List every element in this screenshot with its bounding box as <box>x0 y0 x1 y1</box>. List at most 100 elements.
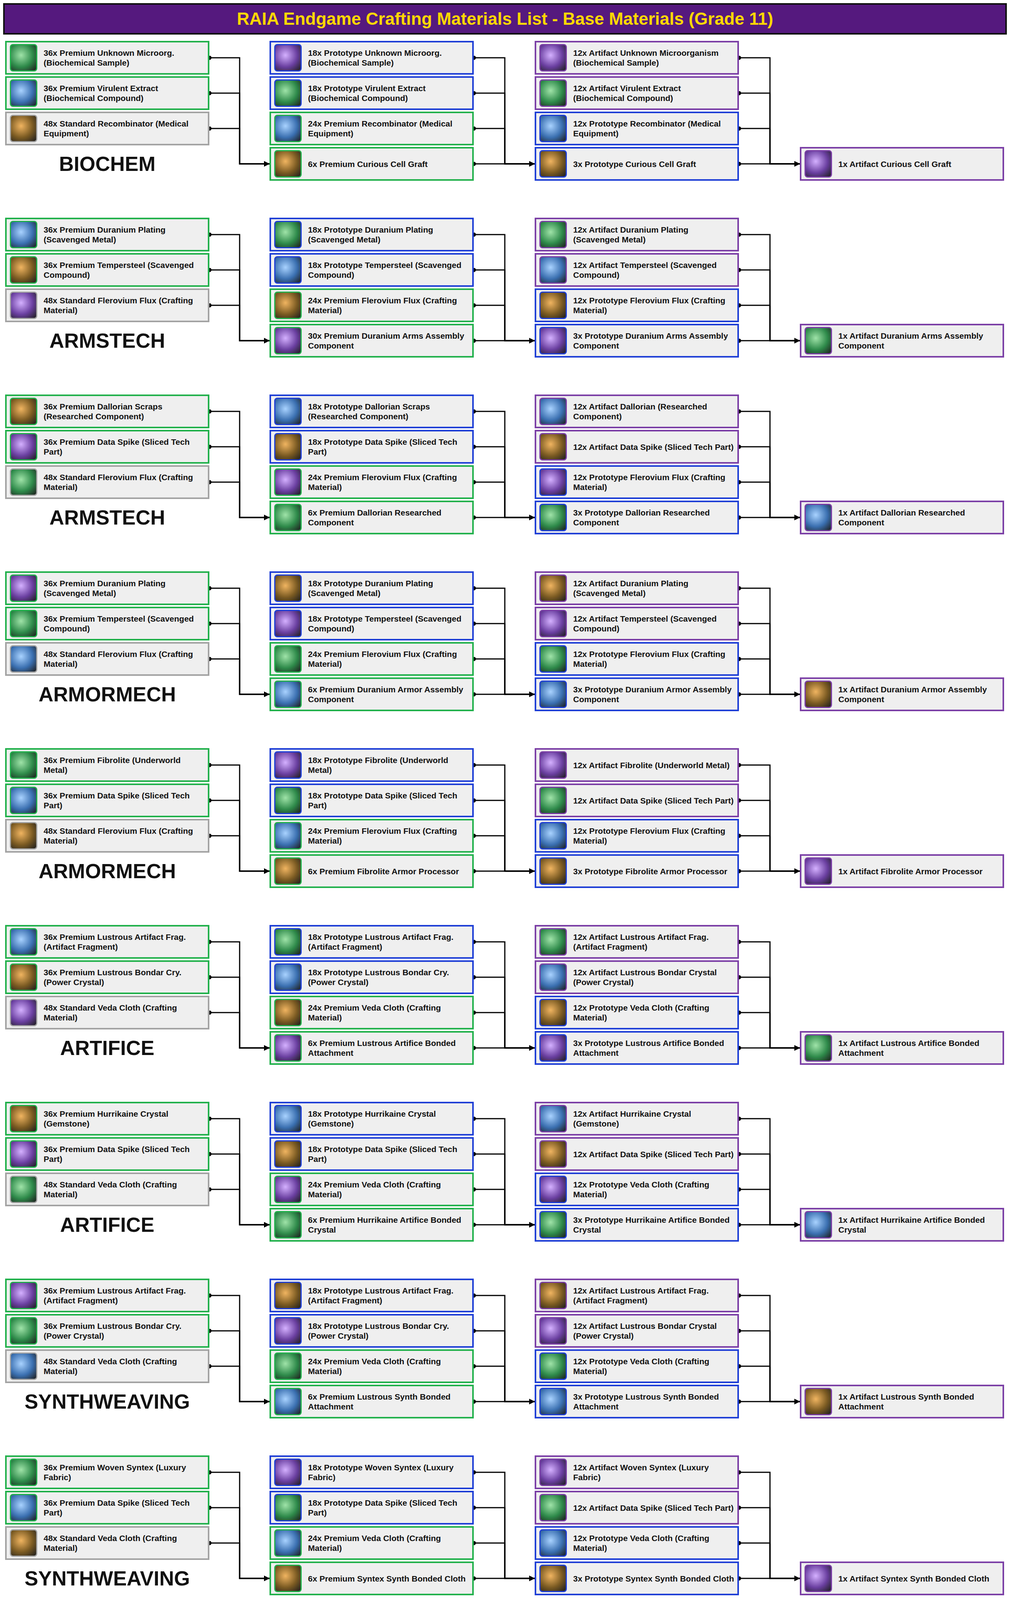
flow-connector <box>738 870 800 872</box>
item-icon <box>539 1140 567 1168</box>
item-icon <box>9 432 38 461</box>
material-box: 12x Artifact Woven Syntex (Luxury Fabric… <box>534 1455 739 1489</box>
flow-connector <box>209 57 270 164</box>
item-icon <box>9 645 38 673</box>
material-name: 3x Prototype Duranium Arms Assembly Comp… <box>573 330 735 351</box>
flow-connector <box>473 1577 535 1579</box>
material-name: 12x Artifact Dallorian (Researched Compo… <box>573 401 735 422</box>
material-box: 18x Prototype Unknown Microorg. (Biochem… <box>269 40 474 75</box>
flow-connector <box>738 446 800 518</box>
material-box: 36x Premium Duranium Plating (Scavenged … <box>5 571 210 605</box>
flow-connector <box>738 1153 800 1225</box>
material-name: 24x Premium Veda Cloth (Crafting Materia… <box>307 1356 470 1376</box>
flow-connector <box>209 128 270 164</box>
item-icon <box>9 1140 38 1168</box>
material-name: 36x Premium Lustrous Artifact Frag. (Art… <box>43 1285 205 1306</box>
material-box: 1x Artifact Fibrolite Armor Processor <box>799 854 1005 888</box>
material-name: 3x Prototype Dallorian Researched Compon… <box>573 507 735 528</box>
item-icon <box>9 397 38 426</box>
flow-connector <box>738 1471 800 1579</box>
material-name: 24x Premium Flerovium Flux (Crafting Mat… <box>307 648 470 669</box>
material-box: 12x Artifact Virulent Extract (Biochemic… <box>534 76 739 110</box>
item-icon <box>539 1493 567 1522</box>
material-box: 36x Premium Lustrous Bondar Cry. (Power … <box>5 960 210 994</box>
material-box: 1x Artifact Duranium Arms Assembly Compo… <box>799 323 1005 358</box>
material-name: 18x Prototype Lustrous Artifact Frag. (A… <box>307 931 470 952</box>
item-icon <box>539 857 567 885</box>
item-icon <box>539 998 567 1027</box>
material-name: 18x Prototype Unknown Microorg. (Biochem… <box>307 47 470 68</box>
material-box: 36x Premium Lustrous Artifact Frag. (Art… <box>5 1278 210 1313</box>
material-name: 12x Artifact Unknown Microorganism (Bioc… <box>573 47 735 68</box>
material-name: 1x Artifact Dallorian Researched Compone… <box>838 507 1000 528</box>
item-icon <box>539 786 567 814</box>
flow-connector <box>738 234 800 341</box>
material-name: 6x Premium Lustrous Synth Bonded Attachm… <box>307 1391 470 1412</box>
material-name: 36x Premium Tempersteel (Scavenged Compo… <box>43 613 205 634</box>
flow-connector <box>738 764 800 871</box>
material-name: 18x Prototype Dallorian Scraps (Research… <box>307 401 470 422</box>
material-name: 12x Prototype Veda Cloth (Crafting Mater… <box>573 1532 735 1553</box>
material-box: 12x Prototype Flerovium Flux (Crafting M… <box>534 818 739 853</box>
section-name: SYNTHWEAVING <box>24 1566 191 1590</box>
material-name: 36x Premium Lustrous Artifact Frag. (Art… <box>43 931 205 952</box>
material-name: 24x Premium Veda Cloth (Crafting Materia… <box>307 1179 470 1199</box>
material-name: 1x Artifact Syntex Synth Bonded Cloth <box>838 1573 990 1584</box>
item-icon <box>274 680 302 708</box>
flow-connector <box>738 1047 800 1049</box>
section-name: ARMORMECH <box>38 859 176 883</box>
material-name: 18x Prototype Duranium Plating (Scavenge… <box>307 578 470 598</box>
material-box: 36x Premium Virulent Extract (Biochemica… <box>5 76 210 110</box>
material-name: 36x Premium Lustrous Bondar Cry. (Power … <box>43 1320 205 1341</box>
item-icon <box>274 927 302 956</box>
flow-connector <box>473 1330 535 1402</box>
item-icon <box>539 397 567 426</box>
material-box: 36x Premium Hurrikaine Crystal (Gemstone… <box>5 1101 210 1136</box>
material-box: 6x Premium Dallorian Researched Componen… <box>269 500 474 535</box>
flow-connector <box>473 1471 535 1579</box>
material-box: 30x Premium Duranium Arms Assembly Compo… <box>269 323 474 358</box>
item-icon <box>539 574 567 602</box>
material-box: 18x Prototype Tempersteel (Scavenged Com… <box>269 606 474 641</box>
section-label: ARTIFICE <box>5 1030 210 1065</box>
item-icon <box>274 256 302 284</box>
item-icon <box>274 751 302 779</box>
item-icon <box>274 432 302 461</box>
material-name: 12x Prototype Veda Cloth (Crafting Mater… <box>573 1002 735 1023</box>
material-name: 24x Premium Recombinator (Medical Equipm… <box>307 118 470 139</box>
material-box: 36x Premium Data Spike (Sliced Tech Part… <box>5 1136 210 1171</box>
flow-connector <box>738 411 800 518</box>
flow-connector <box>209 658 270 695</box>
material-name: 48x Standard Recombinator (Medical Equip… <box>43 118 205 139</box>
item-icon <box>9 821 38 850</box>
material-box: 24x Premium Flerovium Flux (Crafting Mat… <box>269 818 474 853</box>
flow-connector <box>738 57 800 164</box>
flow-connector <box>473 800 535 871</box>
flow-connector <box>209 1012 270 1048</box>
item-icon <box>539 821 567 850</box>
item-icon <box>804 1210 833 1239</box>
material-box: 18x Prototype Lustrous Bondar Cry. (Powe… <box>269 1313 474 1348</box>
material-box: 24x Premium Veda Cloth (Crafting Materia… <box>269 995 474 1030</box>
item-icon <box>274 397 302 426</box>
item-icon <box>274 1281 302 1309</box>
material-name: 6x Premium Syntex Synth Bonded Cloth <box>307 1573 466 1584</box>
item-icon <box>539 1210 567 1239</box>
flow-connector <box>473 764 535 871</box>
item-icon <box>539 79 567 107</box>
material-name: 36x Premium Duranium Plating (Scavenged … <box>43 224 205 245</box>
item-icon <box>274 786 302 814</box>
material-box: 48x Standard Flerovium Flux (Crafting Ma… <box>5 818 210 853</box>
material-box: 36x Premium Data Spike (Sliced Tech Part… <box>5 429 210 464</box>
item-icon <box>539 43 567 72</box>
flow-connector <box>473 163 535 165</box>
flow-connector <box>209 835 270 871</box>
material-name: 18x Prototype Fibrolite (Underworld Meta… <box>307 755 470 775</box>
flow-connector <box>209 1365 270 1402</box>
item-icon <box>539 1387 567 1416</box>
material-box: 3x Prototype Lustrous Synth Bonded Attac… <box>534 1384 739 1419</box>
material-name: 36x Premium Tempersteel (Scavenged Compo… <box>43 260 205 280</box>
item-icon <box>274 1564 302 1592</box>
flow-connector <box>738 977 800 1048</box>
material-box: 24x Premium Flerovium Flux (Crafting Mat… <box>269 465 474 499</box>
